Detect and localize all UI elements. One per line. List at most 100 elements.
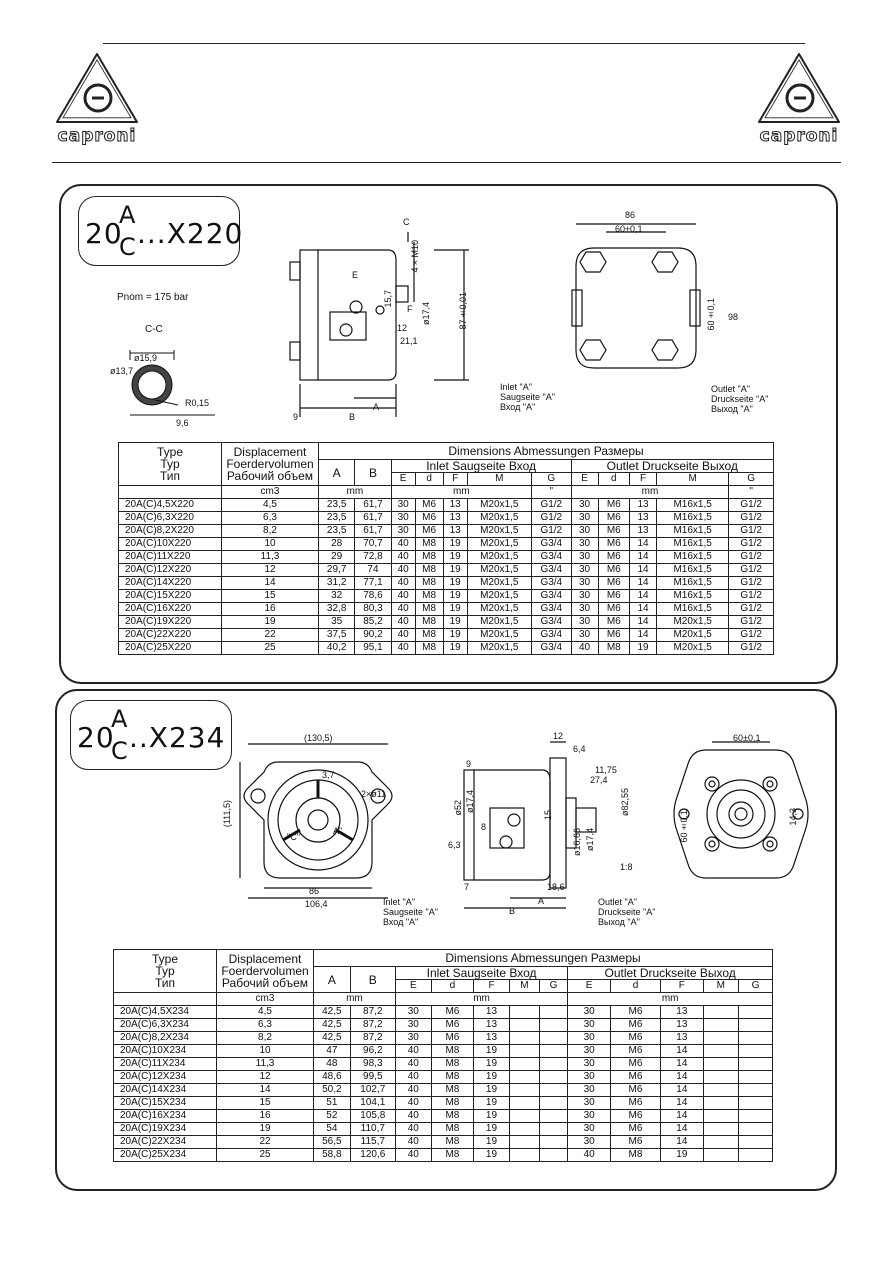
table-cell: G3/4 xyxy=(530,550,572,564)
table-cell: M8 xyxy=(430,1135,475,1149)
dim-12: 12 xyxy=(553,731,564,741)
pump-rear-view-drawing xyxy=(673,741,809,879)
dim-63: 6,3 xyxy=(448,840,461,850)
table-cell: M8 xyxy=(430,1122,475,1136)
table-cell: 110,7 xyxy=(349,1122,396,1136)
table-cell xyxy=(702,1031,740,1045)
col-inlet-m: M xyxy=(508,979,540,993)
unit-inch-inlet: " xyxy=(530,485,572,499)
table-cell: 48 xyxy=(313,1057,351,1071)
table-cell: G3/4 xyxy=(530,537,572,551)
table-cell: 19 xyxy=(442,615,468,629)
table-cell: 52 xyxy=(313,1109,351,1123)
table-cell: 19 xyxy=(442,550,468,564)
cell-type: 20A(C)12X234 xyxy=(113,1070,217,1084)
dim-1666: ø16,66 xyxy=(572,828,582,857)
table-cell: M8 xyxy=(430,1057,475,1071)
table-cell: M8 xyxy=(414,602,444,616)
table-cell xyxy=(538,1148,569,1162)
col-inlet-g: G xyxy=(538,979,569,993)
table-cell: G3/4 xyxy=(530,576,572,590)
inlet-labels: Inlet "A" Saugseite "A" Вход "A" xyxy=(383,897,438,927)
table-cell: 19 xyxy=(473,1148,510,1162)
table-cell: 14 xyxy=(660,1044,704,1058)
table-cell: 14 xyxy=(629,537,657,551)
unit-mm: mm xyxy=(313,992,396,1006)
dim-7: 7 xyxy=(464,882,470,892)
table-cell xyxy=(538,1018,569,1032)
table-cell: 8,2 xyxy=(221,524,319,538)
table-cell xyxy=(738,1005,773,1019)
table-cell: 30 xyxy=(570,498,599,512)
table-cell: 4,5 xyxy=(221,498,319,512)
brand-logo-left: caproni xyxy=(52,50,142,150)
table-cell: 30 xyxy=(394,1005,432,1019)
dim-174-b: ø17,4 xyxy=(585,828,595,852)
table-cell: 40 xyxy=(390,537,416,551)
table-cell: 10 xyxy=(216,1044,314,1058)
table-cell: M6 xyxy=(597,537,631,551)
table-cell: 40 xyxy=(390,563,416,577)
table-cell xyxy=(738,1148,773,1162)
col-inlet-d: d xyxy=(430,979,475,993)
title-box-x220: 20 A C ...X220 xyxy=(78,196,242,266)
dim-60-vertical: 60±0,1 xyxy=(679,810,689,843)
table-cell xyxy=(702,1018,740,1032)
table-cell: 80,3 xyxy=(354,602,392,616)
dim-60: 60±0,1 xyxy=(615,224,643,234)
table-cell: 30 xyxy=(570,628,599,642)
table-cell: 30 xyxy=(567,1083,611,1097)
table-cell: 14 xyxy=(660,1070,704,1084)
table-cell: 42,5 xyxy=(313,1031,351,1045)
table-cell: 14 xyxy=(629,602,657,616)
table-cell: G1/2 xyxy=(530,511,572,525)
table-cell: 28 xyxy=(317,537,356,551)
dim-1064: 106,4 xyxy=(305,899,328,909)
panel-x234 xyxy=(55,689,837,1191)
table-cell: M6 xyxy=(609,1135,662,1149)
table-cell: 30 xyxy=(570,511,599,525)
table-cell: 29,7 xyxy=(317,563,356,577)
table-cell: 14 xyxy=(660,1057,704,1071)
table-cell xyxy=(702,1135,740,1149)
table-cell: 42,5 xyxy=(313,1005,351,1019)
table-cell: 54 xyxy=(313,1122,351,1136)
table-cell: 40 xyxy=(390,602,416,616)
table-cell xyxy=(538,1096,569,1110)
table-cell: M6 xyxy=(597,602,631,616)
dim-e: E xyxy=(352,270,359,280)
cell-type: 20A(C)25X234 xyxy=(113,1148,217,1162)
table-cell: 30 xyxy=(394,1031,432,1045)
dim-a: A xyxy=(538,896,545,906)
table-cell: 40 xyxy=(394,1135,432,1149)
cell-type: 20A(C)6,3X234 xyxy=(113,1018,217,1032)
disp-header-en: Displacement xyxy=(228,952,302,966)
table-cell: 19 xyxy=(216,1122,314,1136)
cell-type: 20A(C)22X220 xyxy=(118,628,222,642)
table-cell: 30 xyxy=(570,524,599,538)
table-cell: 30 xyxy=(570,589,599,603)
unit-blank xyxy=(113,992,217,1006)
table-cell: 40 xyxy=(394,1070,432,1084)
table-cell: 30 xyxy=(394,1018,432,1032)
table-cell: 11,3 xyxy=(221,550,319,564)
cell-type: 20A(C)15X220 xyxy=(118,589,222,603)
title-number: 20 xyxy=(85,217,123,250)
table-cell: M6 xyxy=(609,1018,662,1032)
table-cell: 13 xyxy=(442,498,468,512)
disp-header-ru: Рабочий объем xyxy=(221,976,309,990)
table-cell: M8 xyxy=(414,550,444,564)
table-cell: 32 xyxy=(317,589,356,603)
header-bottom-rule xyxy=(52,162,841,163)
table-cell: 14 xyxy=(660,1083,704,1097)
table-cell: 15 xyxy=(221,589,319,603)
table-cell: G1/2 xyxy=(728,641,774,655)
dim-a: A xyxy=(373,402,380,412)
cell-type: 20A(C)11X234 xyxy=(113,1057,217,1071)
